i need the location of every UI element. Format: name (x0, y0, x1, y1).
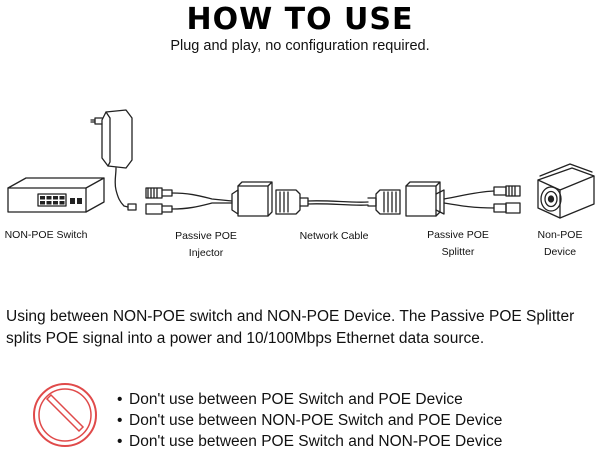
warning-text: Don't use between POE Switch and POE Dev… (129, 391, 463, 408)
label-switch: NON-POE Switch (4, 229, 88, 241)
bullet: • (117, 433, 123, 450)
label-splitter-line2: Splitter (441, 246, 475, 258)
label-splitter-line1: Passive POE (427, 229, 489, 241)
warnings-section: • Don't use between POE Switch and POE De… (0, 376, 600, 456)
connection-diagram (7, 109, 595, 219)
usage-description: Using between NON-POE switch and NON-POE… (6, 308, 575, 347)
warning-text: Don't use between POE Switch and NON-POE… (129, 433, 503, 450)
warning-item: • Don't use between POE Switch and POE De… (117, 391, 463, 409)
bullet: • (117, 391, 123, 408)
network-switch-icon (7, 177, 105, 213)
label-device-line2: Device (543, 246, 577, 258)
warning-text: Don't use between NON-POE Switch and POE… (129, 412, 503, 429)
label-injector-line2: Injector (188, 247, 224, 259)
poe-splitter-icon (405, 181, 521, 217)
label-device-line1: Non-POE (537, 229, 583, 241)
warning-item: • Don't use between POE Switch and NON-PO… (117, 433, 502, 451)
warning-item: • Don't use between NON-POE Switch and PO… (117, 412, 502, 430)
power-adapter-icon (90, 109, 137, 211)
prohibited-icon (33, 383, 97, 447)
page-subtitle: Plug and play, no configuration required… (170, 38, 430, 54)
camera-device-icon (537, 163, 595, 219)
page-title: HOW TO USE (186, 2, 414, 37)
bullet: • (117, 412, 123, 429)
network-cable-icon (275, 189, 401, 215)
poe-injector-icon (145, 181, 273, 217)
label-injector-line1: Passive POE (175, 230, 237, 242)
label-cable: Network Cable (299, 230, 369, 242)
